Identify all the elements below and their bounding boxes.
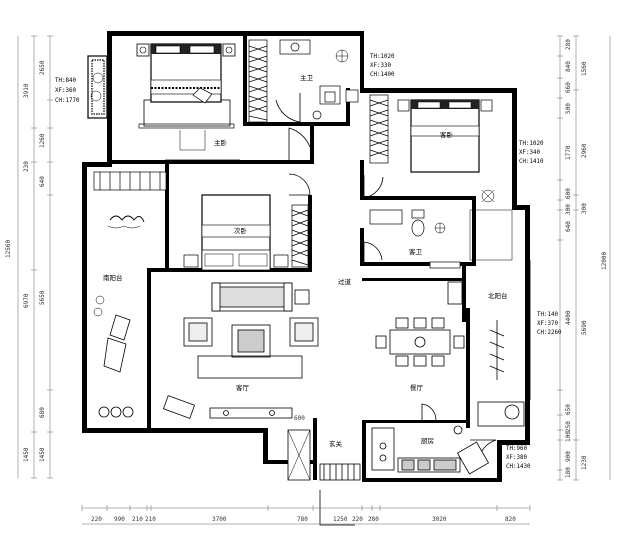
dim-right-inner-10: 650 [565,404,572,415]
north-balcony-fixtures [447,209,525,427]
dim-left-inner-3: 640 [39,176,46,187]
dim-left-inner-1: 2650 [39,60,46,75]
window-notes: TH:840 XF:360 CH:1770 TH:1020 XF:330 CH:… [55,54,562,470]
dim-right-outer-1: 1560 [581,61,588,76]
left-balcony [87,55,108,119]
dim-right-total: 12000 [601,252,608,270]
room-label-kitchen: 厨房 [421,436,434,445]
dim-right-outer-3: 300 [581,203,588,214]
dim-right-inner-13: 900 [565,451,572,462]
note-master-bath-th: TH:1020 [370,54,395,60]
dim-bottom-7: 1250 [333,516,348,523]
note-north-balcony-xf: XF:370 [537,321,558,327]
dim-bottom-10: 3020 [432,516,447,523]
dim-right-inner-14: 180 [565,467,572,478]
dim-right-inner-8: 640 [565,221,572,232]
dim-bottom-4: 210 [145,516,156,523]
dim-right-inner-4: 500 [565,103,572,114]
dim-labels-left: 12560 3910 230 6970 1450 2650 1260 640 5… [5,60,46,462]
room-label-corridor: 过道 [338,277,352,286]
dimension-ticks [31,35,579,511]
dim-right-inner-2: 840 [565,61,572,72]
dim-left-outer-2: 230 [23,161,30,172]
dim-labels-bottom: 220 990 210 210 3700 780 1250 220 280 30… [91,516,516,523]
plant-icons [90,49,495,317]
dim-labels-right: 12000 1560 2960 300 5690 1230 280 840 66… [565,39,608,478]
note-kitchen-th: TH:960 [506,446,527,452]
dimension-lines [17,36,611,525]
dim-left-inner-5: 680 [39,407,46,418]
room-label-master-bath: 主卫 [300,73,314,82]
dim-left-outer-3: 6970 [23,293,30,308]
note-north-balcony-th: TH:140 [537,312,558,318]
dining-set [375,317,465,367]
dim-left-inner-2: 1260 [39,133,46,148]
balcony-furniture [98,314,196,419]
dim-bottom-2: 990 [114,516,125,523]
dim-bottom-3: 210 [132,516,143,523]
room-label-master-bedroom: 主卧 [214,138,228,147]
note-kitchen-ch: CH:1430 [506,464,531,470]
guest-bed [397,99,493,173]
dim-right-outer-4: 5690 [581,320,588,335]
windows [82,159,531,481]
room-labels: 主卧 主卫 客卧 次卧 客卫 过道 南阳台 北阳台 客厅 餐厅 厨房 玄关 60… [103,73,508,448]
second-bed [183,194,289,271]
note-master-bath-xf: XF:330 [370,63,391,69]
dim-right-outer-5: 1230 [581,455,588,470]
living-furniture [183,282,319,419]
dim-right-inner-5: 1770 [565,145,572,160]
room-label-guest-bedroom: 客卧 [440,130,454,139]
dim-right-inner-11: 250 [565,421,572,432]
room-label-second-bedroom: 次卧 [234,226,248,235]
guest-bath-fixtures [369,209,461,269]
dim-bottom-9: 280 [368,516,379,523]
note-left-window-xf: XF:360 [55,88,76,94]
kitchen-fixtures [371,425,490,475]
doors [275,93,497,526]
dim-left-outer-1: 3910 [23,83,30,98]
dim-bottom-1: 220 [91,516,102,523]
dim-left-total: 12560 [5,240,12,258]
note-north-balcony-ch: CH:2260 [537,330,562,336]
room-label-north-balcony: 北阳台 [488,291,508,300]
tv-width-label: 600 [294,415,305,422]
note-guest-bedroom-xf: XF:340 [519,150,540,156]
dim-right-inner-6: 600 [565,188,572,199]
master-bath-fixtures [279,39,359,120]
note-guest-bedroom-th: TH:1020 [519,141,544,147]
dim-bottom-8: 220 [352,516,363,523]
dim-left-outer-4: 1450 [23,447,30,462]
dim-left-inner-4: 5650 [39,290,46,305]
wardrobes [93,39,389,268]
room-label-dining-room: 餐厅 [410,383,424,392]
dim-left-inner-6: 1450 [39,447,46,462]
note-master-bath-ch: CH:1400 [370,72,395,78]
dim-right-inner-12: 100 [565,431,572,442]
dim-bottom-5: 3700 [212,516,227,523]
note-guest-bedroom-ch: CH:1410 [519,159,544,165]
room-label-guest-bath: 客卫 [409,247,423,256]
room-label-south-balcony: 南阳台 [103,273,123,282]
dim-bottom-11: 820 [505,516,516,523]
dim-right-inner-7: 300 [565,204,572,215]
note-kitchen-xf: XF:380 [506,455,527,461]
master-bed [136,43,236,151]
room-label-living-room: 客厅 [236,383,250,392]
dim-right-inner-1: 280 [565,39,572,50]
room-label-entrance: 玄关 [329,439,343,448]
note-left-window-ch: CH:1770 [55,98,80,104]
dim-bottom-6: 780 [297,516,308,523]
dim-right-outer-2: 2960 [581,143,588,158]
dim-right-inner-9: 4400 [565,310,572,325]
note-left-window-th: TH:840 [55,78,76,84]
entrance-fixtures [287,429,361,481]
dim-right-inner-3: 660 [565,82,572,93]
